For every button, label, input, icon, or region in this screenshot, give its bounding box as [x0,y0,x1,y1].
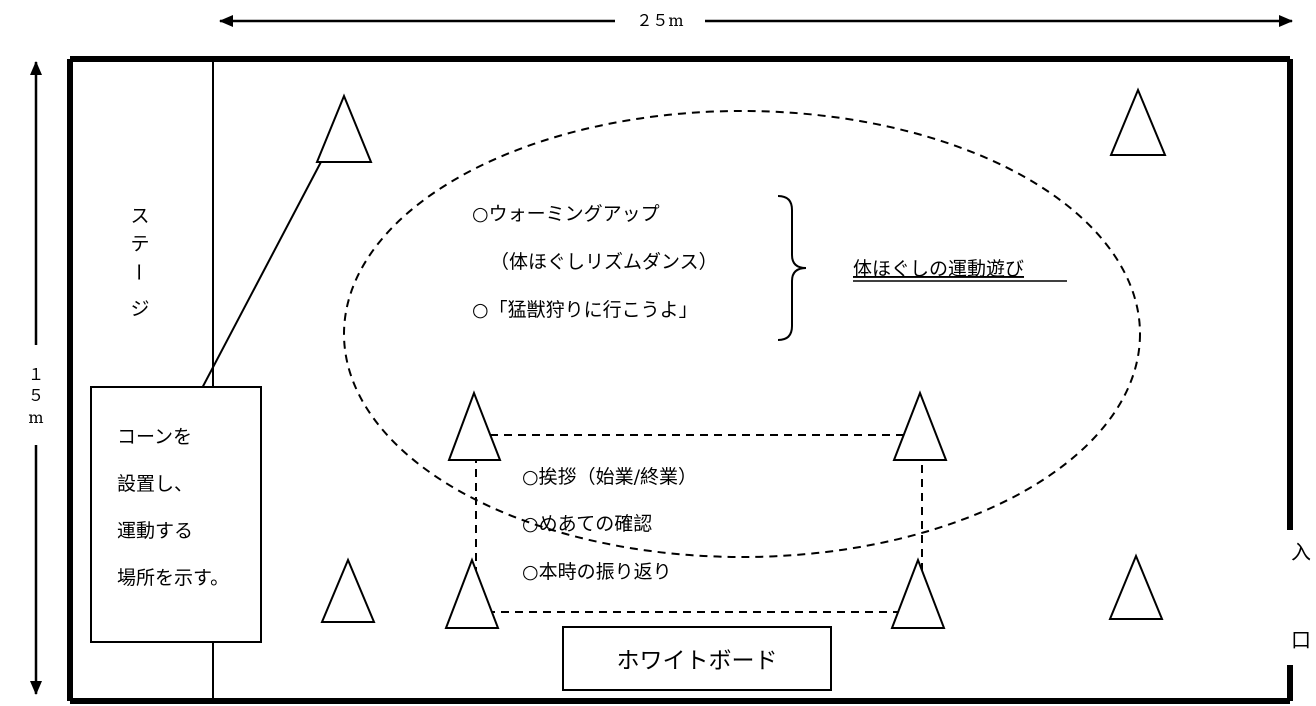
cone-icon [447,390,502,461]
note-line-2: 設置し、 [117,473,193,495]
bracket [777,195,807,341]
height-label-1: １ [28,365,44,384]
cone-icon [1109,87,1167,156]
warmup-area-ellipse [343,110,1141,558]
whiteboard-label: ホワイトボード [617,648,778,674]
cone-icon [315,93,373,163]
entrance-char-1: 入 [1291,540,1311,564]
cone-icon [444,557,500,629]
stage-char-1: ス [130,205,149,227]
cone-icon [320,557,376,623]
width-dimension: ２５m [219,11,1293,30]
stage-char-2: テ [130,233,149,255]
cones [315,87,1167,629]
center-line-2: ○めあての確認 [522,513,652,535]
center-line-1: ○挨拶（始業/終業） [522,466,697,488]
stage-char-3: ー [127,262,149,281]
warmup-line-3: ○「猛獣狩りに行こうよ」 [472,299,698,321]
width-label: ２５m [636,11,683,30]
cone-icon [890,557,946,629]
note-line-3: 運動する [117,520,193,542]
warmup-line-1: ○ウォーミングアップ [472,203,660,225]
warmup-category-label: 体ほぐしの運動遊び [853,258,1024,280]
cone-icon [1108,553,1164,620]
center-area-rect [475,434,923,613]
note-line-4: 場所を示す。 [117,567,229,589]
height-dimension: １ ５ m [28,61,44,695]
stage-label: ス テ ー ジ [127,205,150,320]
cone-icon [892,390,948,461]
pointer-line [199,159,323,393]
warmup-group: ○ウォーミングアップ （体ほぐしリズムダンス） ○「猛獣狩りに行こうよ」 体ほぐ… [472,195,1067,341]
center-group: ○挨拶（始業/終業） ○めあての確認 ○本時の振り返り [522,466,697,583]
note-line-1: コーンを [117,426,192,448]
note-box: コーンを 設置し、 運動する 場所を示す。 [90,386,262,643]
height-label-2: ５ [28,386,44,405]
entrance-char-2: 口 [1291,628,1311,652]
center-line-3: ○本時の振り返り [522,561,672,583]
room-outline [67,56,1293,704]
whiteboard: ホワイトボード [562,626,832,691]
warmup-line-2: （体ほぐしリズムダンス） [490,251,718,273]
stage-char-4: ジ [130,298,149,320]
entrance: 入 口 [1291,540,1311,652]
height-label-3: m [28,408,43,427]
